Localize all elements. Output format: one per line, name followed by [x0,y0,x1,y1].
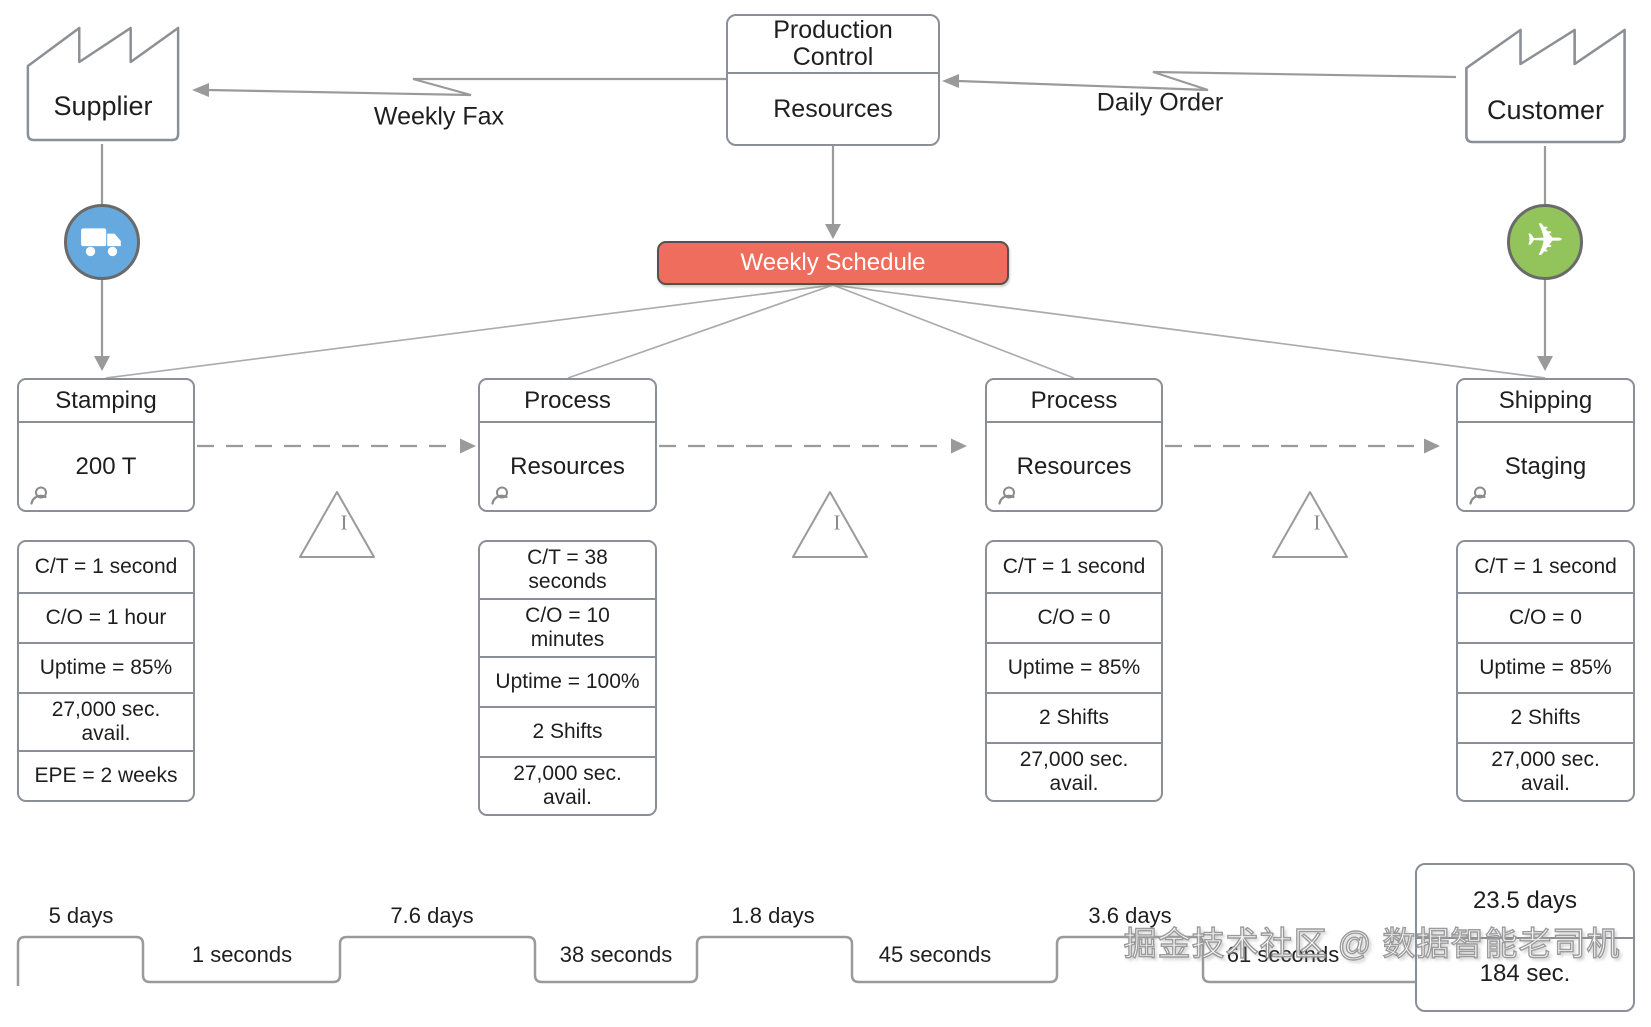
process-subtitle: Resources [1016,452,1132,480]
schedule-line-to-stamping [105,284,834,379]
watermark-text: 掘金技术社区 @ 数据智能老司机 [1123,924,1621,962]
total-process-time: 184 sec. [1417,936,1633,1011]
schedule-line-to-shipping [832,284,1546,379]
production-control-node: Production Control Resources [726,14,940,146]
dashed-arrowhead-3 [1424,438,1440,454]
supplier-to-stamping-arrowhead [94,356,110,371]
lead-time-label: 5 days [48,903,114,928]
data-row: Uptime = 100% [480,655,655,706]
inventory-triangle-3 [1272,491,1348,558]
data-row: 27,000 sec. avail. [1458,742,1633,800]
plane-icon: ✈ [1525,214,1565,266]
inventory-label: I [1313,510,1321,535]
data-row: C/O = 0 [987,592,1161,642]
lead-time-label: 7.6 days [390,903,474,928]
data-row: 2 Shifts [1458,692,1633,742]
process-time-label: 38 seconds [559,942,673,967]
customer-to-shipping-arrowhead [1537,356,1553,371]
inventory-label: I [340,510,348,535]
schedule-line-to-process3 [832,284,1075,379]
data-box-stamping: C/T = 1 second C/O = 1 hour Uptime = 85%… [17,540,195,802]
air-shipment-badge: ✈ [1507,204,1583,280]
data-row: C/O = 0 [1458,592,1633,642]
data-row: C/O = 1 hour [19,592,193,642]
operator-icon [491,486,508,505]
dashed-arrowhead-2 [951,438,967,454]
dashed-arrowhead-1 [460,438,476,454]
process-node-shipping: Shipping Staging [1456,378,1635,512]
truck-icon [81,228,121,257]
production-control-resources: Resources [773,94,893,123]
data-row: C/T = 1 second [1474,555,1617,579]
inventory-triangle-2 [792,491,868,558]
pc-to-schedule-arrowhead [825,224,841,239]
weekly-fax-label: Weekly Fax [373,102,505,131]
factory-icon [1465,28,1626,144]
operator-icon [1469,486,1486,505]
weekly-fax-arrowhead [192,83,209,97]
process-node-2: Process Resources [478,378,657,512]
total-lead-time: 23.5 days [1472,886,1578,914]
process-subtitle: Staging [1504,452,1587,480]
data-row: Uptime = 85% [1458,642,1633,692]
timeline-totals-box: 23.5 days 184 sec. [1415,863,1635,1012]
timeline-step-line [16,935,1416,986]
data-row: 2 Shifts [987,692,1161,742]
data-row: C/T = 38 seconds [527,546,608,593]
data-row: C/T = 1 second [34,555,178,579]
truck-shipment-badge [64,204,140,280]
customer-label: Customer [1486,95,1605,125]
data-row: C/T = 1 second [1002,555,1146,579]
factory-icon [26,26,180,142]
process-time-label: 61 seconds [1226,942,1340,967]
supplier-label: Supplier [53,91,153,121]
process-subtitle: 200 T [75,452,137,480]
data-box-process-2: C/T = 38 seconds C/O = 10 minutes Uptime… [478,540,657,816]
data-row: 27,000 sec. avail. [987,742,1161,800]
daily-order-arrow-line [957,70,1457,92]
lead-time-label: 1.8 days [731,903,815,928]
lead-time-label: 3.6 days [1088,903,1172,928]
weekly-schedule-node: Weekly Schedule [657,241,1009,285]
data-row: 2 Shifts [480,705,655,756]
data-row: 27,000 sec. avail. [19,692,193,750]
data-row: C/O = 10 minutes [480,597,655,656]
data-box-process-3: C/T = 1 second C/O = 0 Uptime = 85% 2 Sh… [985,540,1163,802]
process-time-label: 45 seconds [878,942,992,967]
process-node-3: Process Resources [985,378,1163,512]
data-row: EPE = 2 weeks [19,749,193,800]
process-title: Process [480,380,655,423]
weekly-schedule-label: Weekly Schedule [740,249,926,276]
operator-icon [998,486,1015,505]
data-box-shipping: C/T = 1 second C/O = 0 Uptime = 85% 2 Sh… [1456,540,1635,802]
daily-order-label: Daily Order [1096,88,1224,117]
weekly-fax-arrow-line [207,77,726,97]
process-node-stamping: Stamping 200 T [17,378,195,512]
process-title: Process [987,380,1161,423]
operator-icon [30,486,47,505]
inventory-triangle-1 [299,491,375,558]
data-row: Uptime = 85% [987,642,1161,692]
data-row: 27,000 sec. avail. [480,755,655,814]
process-time-label: 1 seconds [191,942,293,967]
customer-node: Customer [1456,15,1635,146]
production-control-title: Production Control [728,16,938,74]
daily-order-arrowhead [942,74,959,88]
process-title: Stamping [19,380,193,423]
data-row: Uptime = 85% [19,642,193,692]
schedule-line-to-process2 [567,284,834,379]
inventory-label: I [833,510,841,535]
supplier-node: Supplier [18,13,188,144]
process-subtitle: Resources [510,452,625,480]
process-title: Shipping [1458,380,1633,423]
